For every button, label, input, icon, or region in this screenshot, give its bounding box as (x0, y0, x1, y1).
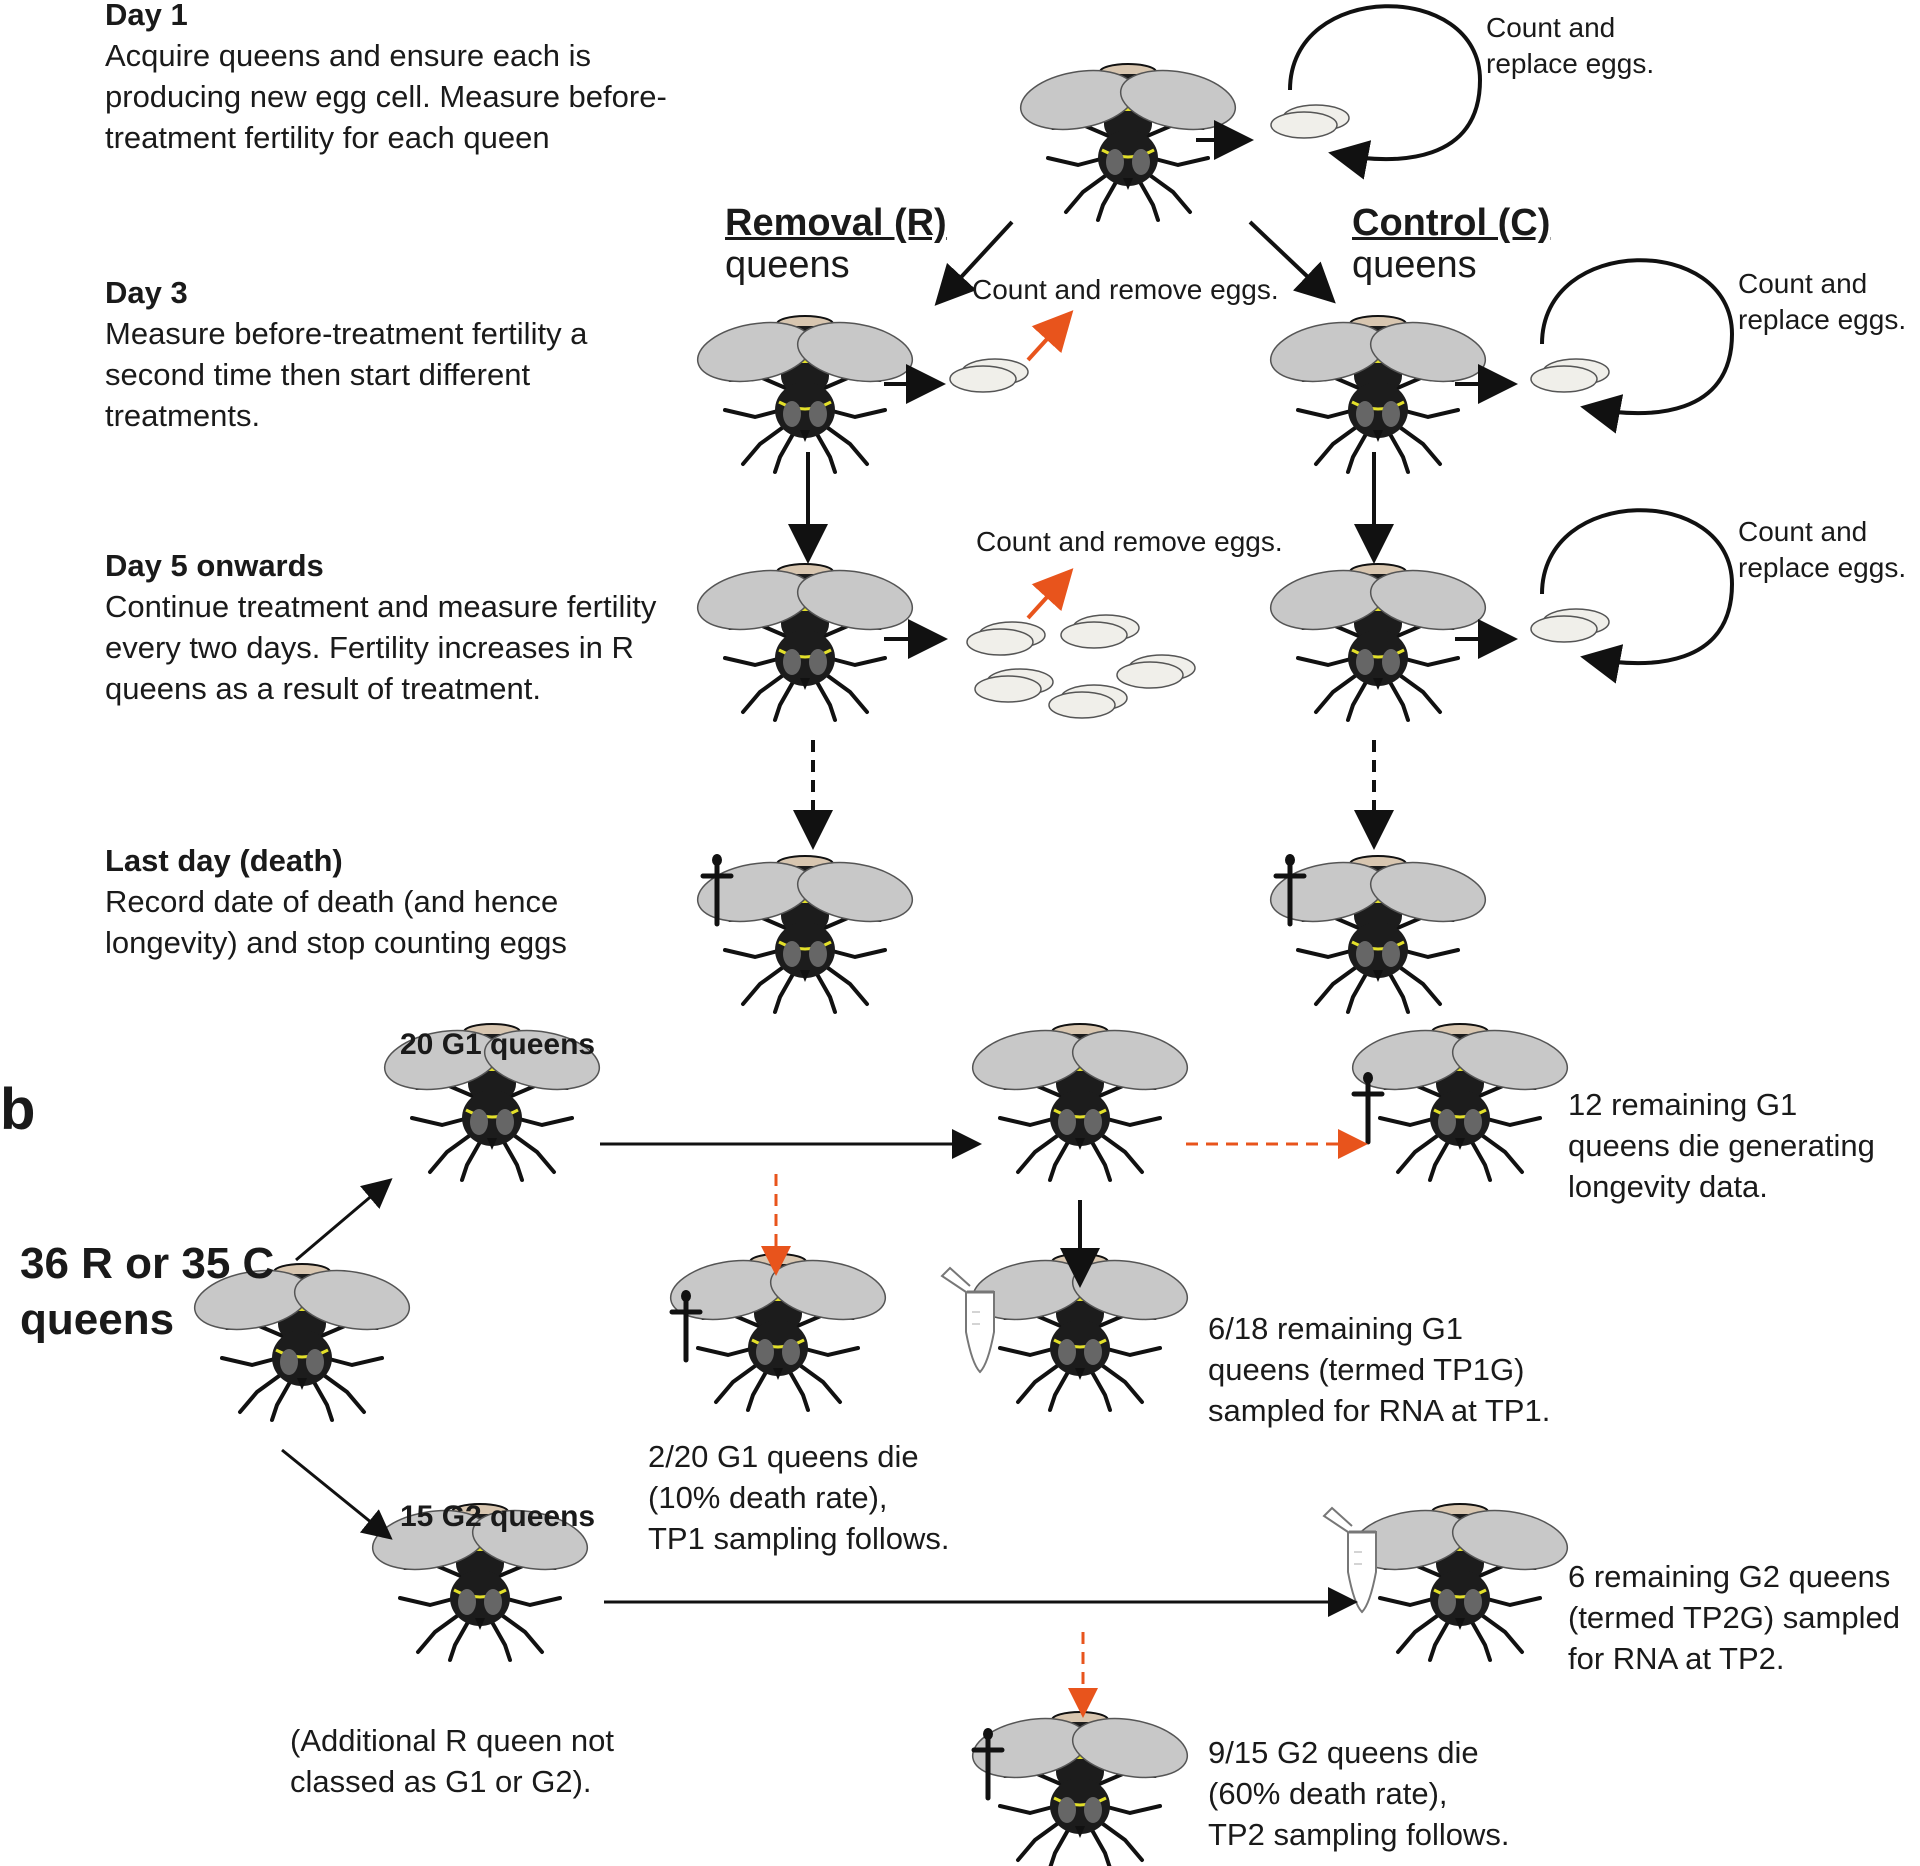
panel-letter: b (0, 1077, 36, 1142)
arrow-to-g2 (281, 1448, 393, 1540)
g2-die-line: 9/15 G2 queens die (1208, 1735, 1479, 1770)
bee-removal-day5 (691, 560, 919, 722)
last-day-line: longevity) and stop counting eggs (105, 925, 567, 960)
count-replace-line: replace eggs. (1738, 552, 1907, 583)
orange-arrow-remove (1026, 568, 1074, 620)
day5-line: Continue treatment and measure fertility (105, 589, 657, 624)
count-replace-line: replace eggs. (1738, 304, 1907, 335)
start-label-line: queens (20, 1295, 175, 1344)
count-replace-label: Count and replace eggs. (1486, 10, 1654, 82)
eggs-removal-day3 (949, 358, 1029, 393)
g1-longevity-line: 12 remaining G1 (1568, 1087, 1798, 1122)
bee-g1-tp1 (966, 1020, 1194, 1182)
count-replace-line: Count and (1738, 516, 1868, 547)
day5-heading: Day 5 onwards (105, 548, 324, 583)
bee-g1-longevity (1346, 1020, 1574, 1182)
count-replace-line: Count and (1738, 268, 1868, 299)
count-replace-label: Count and replace eggs. (1738, 266, 1906, 338)
control-group-label: Control (C) queens (1352, 202, 1550, 286)
last-day-heading: Last day (death) (105, 843, 343, 878)
tp1-line: 6/18 remaining G1 (1208, 1311, 1464, 1346)
removal-subtitle: queens (725, 244, 850, 286)
start-label: 36 R or 35 C queens (20, 1236, 274, 1348)
additional-queen-note: (Additional R queen not classed as G1 or… (290, 1720, 614, 1802)
count-remove-label: Count and remove eggs. (976, 526, 1283, 557)
rna-tube-icon (1322, 1506, 1378, 1614)
day1-line: producing new egg cell. Measure before- (105, 79, 667, 114)
g1-die-line: TP1 sampling follows. (648, 1521, 950, 1556)
count-remove-label: Count and remove eggs. (972, 274, 1279, 305)
g2-label: 15 G2 queens (400, 1500, 596, 1533)
day5-line: queens as a result of treatment. (105, 671, 541, 706)
g2-die-text: 9/15 G2 queens die (60% death rate), TP2… (1208, 1732, 1510, 1855)
last-day-block: Last day (death) Record date of death (a… (105, 840, 567, 963)
eggs-control-day3 (1530, 358, 1610, 393)
tp2-sampled-text: 6 remaining G2 queens (termed TP2G) samp… (1568, 1556, 1900, 1679)
last-day-line: Record date of death (and hence (105, 884, 559, 919)
tp2-line: (termed TP2G) sampled (1568, 1600, 1900, 1635)
day3-line: second time then start different (105, 357, 531, 392)
count-replace-line: replace eggs. (1486, 48, 1655, 79)
day3-heading: Day 3 (105, 275, 188, 310)
bee-g1-die (664, 1250, 892, 1412)
loop-replace-arrow (1540, 508, 1735, 684)
eggs-removal-day5 (966, 614, 1196, 719)
control-title: Control (C) (1352, 202, 1551, 244)
count-replace-line: Count and (1486, 12, 1616, 43)
g1-label: 20 G1 queens (400, 1028, 596, 1061)
g1-die-line: (10% death rate), (648, 1480, 888, 1515)
g1-longevity-line: longevity data. (1568, 1169, 1768, 1204)
bee-control-day3 (1264, 312, 1492, 474)
tp2-line: 6 remaining G2 queens (1568, 1559, 1891, 1594)
arrow-to-removal (934, 220, 1014, 306)
additional-note-line: classed as G1 or G2). (290, 1764, 592, 1799)
start-label-line: 36 R or 35 C (20, 1239, 275, 1288)
arrow-to-g1 (295, 1178, 393, 1262)
g1-die-line: 2/20 G1 queens die (648, 1439, 919, 1474)
loop-replace-arrow (1288, 4, 1483, 180)
day3-line: treatments. (105, 398, 261, 433)
day5-block: Day 5 onwards Continue treatment and mea… (105, 545, 656, 709)
loop-replace-arrow (1540, 258, 1735, 434)
tp1-sampled-text: 6/18 remaining G1 queens (termed TP1G) s… (1208, 1308, 1550, 1431)
tp1-line: sampled for RNA at TP1. (1208, 1393, 1551, 1428)
tp1-line: queens (termed TP1G) (1208, 1352, 1525, 1387)
day3-block: Day 3 Measure before-treatment fertility… (105, 272, 587, 436)
control-subtitle: queens (1352, 244, 1477, 286)
arrow-to-control (1248, 220, 1336, 304)
eggs-control-day5 (1530, 608, 1610, 643)
g1-longevity-line: queens die generating (1568, 1128, 1875, 1163)
day5-line: every two days. Fertility increases in R (105, 630, 634, 665)
bee-control-day5 (1264, 560, 1492, 722)
bee-g2-die (966, 1708, 1194, 1866)
bee-removal-day3 (691, 312, 919, 474)
g2-die-line: (60% death rate), (1208, 1776, 1448, 1811)
day3-line: Measure before-treatment fertility a (105, 316, 588, 351)
removal-group-label: Removal (R) queens (725, 202, 947, 286)
day1-line: treatment fertility for each queen (105, 120, 550, 155)
orange-arrow-remove (1026, 310, 1074, 362)
bee-tp2-sampled (1346, 1500, 1574, 1662)
removal-title: Removal (R) (725, 202, 947, 244)
g1-die-text: 2/20 G1 queens die (10% death rate), TP1… (648, 1436, 950, 1559)
day1-heading: Day 1 (105, 0, 188, 32)
additional-note-line: (Additional R queen not (290, 1723, 615, 1758)
count-replace-label: Count and replace eggs. (1738, 514, 1906, 586)
g2-die-line: TP2 sampling follows. (1208, 1817, 1510, 1852)
day1-block: Day 1 Acquire queens and ensure each is … (105, 0, 667, 158)
g1-longevity-text: 12 remaining G1 queens die generating lo… (1568, 1084, 1875, 1207)
eggs-day1 (1270, 104, 1350, 139)
tp2-line: for RNA at TP2. (1568, 1641, 1785, 1676)
day1-line: Acquire queens and ensure each is (105, 38, 591, 73)
